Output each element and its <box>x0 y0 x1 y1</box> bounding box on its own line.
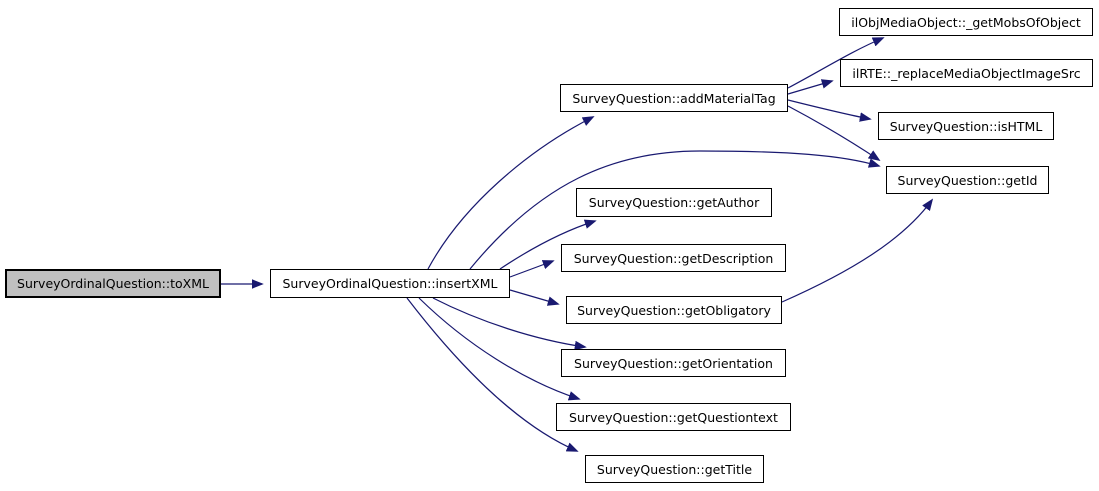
node-getMobsOfObject[interactable]: ilObjMediaObject::_getMobsOfObject <box>839 8 1093 36</box>
edge-insertXML-addMaterialTag <box>427 116 595 270</box>
node-getQuestiontext[interactable]: SurveyQuestion::getQuestiontext <box>556 403 791 431</box>
edge-addMaterialTag-isHTML <box>787 99 872 122</box>
edge-insertXML-getDescription <box>509 260 555 278</box>
node-getObligatory[interactable]: SurveyQuestion::getObligatory <box>566 296 782 324</box>
edge-getObligatory-getId <box>781 198 934 303</box>
node-getOrientation[interactable]: SurveyQuestion::getOrientation <box>561 349 786 377</box>
edge-insertXML-getObligatory <box>509 289 560 306</box>
node-toXML[interactable]: SurveyOrdinalQuestion::toXML <box>5 269 221 298</box>
edge-addMaterialTag-getId <box>787 105 881 161</box>
node-getAuthor[interactable]: SurveyQuestion::getAuthor <box>576 188 772 217</box>
node-getTitle[interactable]: SurveyQuestion::getTitle <box>585 455 764 483</box>
node-getId[interactable]: SurveyQuestion::getId <box>886 166 1049 194</box>
edge-insertXML-getQuestiontext <box>418 297 581 401</box>
node-getDescription[interactable]: SurveyQuestion::getDescription <box>561 244 786 272</box>
edge-insertXML-getOrientation <box>432 297 587 351</box>
edge-addMaterialTag-getMobsOfObject <box>787 37 885 89</box>
edge-insertXML-getAuthor <box>499 219 597 270</box>
node-isHTML[interactable]: SurveyQuestion::isHTML <box>878 112 1054 140</box>
edge-addMaterialTag-replaceMediaObjectImageSrc <box>787 79 834 95</box>
node-insertXML[interactable]: SurveyOrdinalQuestion::insertXML <box>270 269 510 298</box>
edge-insertXML-getTitle <box>406 297 579 452</box>
node-replaceMediaObjectImageSrc[interactable]: ilRTE::_replaceMediaObjectImageSrc <box>840 59 1093 87</box>
edge-insertXML-getId <box>469 150 881 270</box>
node-addMaterialTag[interactable]: SurveyQuestion::addMaterialTag <box>560 84 788 112</box>
